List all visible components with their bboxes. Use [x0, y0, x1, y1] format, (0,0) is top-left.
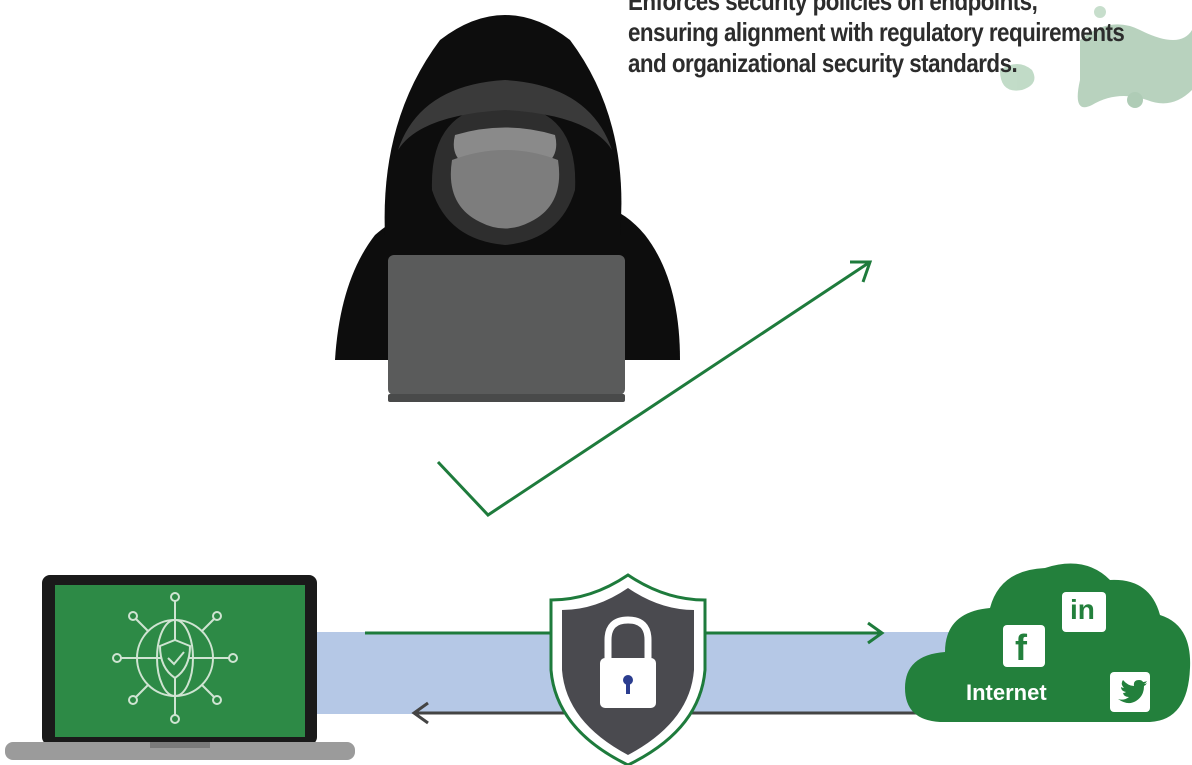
caption-line-1: Enforces security policies on endpoints,	[628, 0, 1038, 16]
security-shield	[549, 573, 707, 765]
linkedin-icon-text: in	[1070, 594, 1095, 625]
twitter-bird-icon	[1118, 680, 1147, 704]
endpoint-laptop	[5, 575, 355, 760]
checkmark-arrow	[436, 260, 873, 517]
hacker-hood-rim	[398, 80, 612, 150]
linkedin-icon: in	[1062, 592, 1106, 632]
hacker-laptop	[388, 255, 625, 395]
hacker-figure	[335, 15, 680, 402]
caption-line-2: ensuring alignment with regulatory requi…	[628, 17, 1125, 47]
twitter-icon	[1110, 672, 1150, 712]
policy-caption: Enforces security policies on endpoints,…	[628, 0, 1144, 79]
facebook-icon: f	[1003, 625, 1045, 668]
facebook-icon-text: f	[1015, 627, 1027, 668]
cloud-label: Internet	[966, 680, 1047, 705]
globe-shield-icon	[112, 592, 238, 724]
caption-line-3: and organizational security standards.	[628, 48, 1018, 78]
decorative-splatter	[1000, 6, 1192, 108]
padlock-icon	[600, 616, 656, 708]
hacker-laptop-base	[388, 394, 625, 402]
hacker-lower-face	[450, 150, 560, 229]
